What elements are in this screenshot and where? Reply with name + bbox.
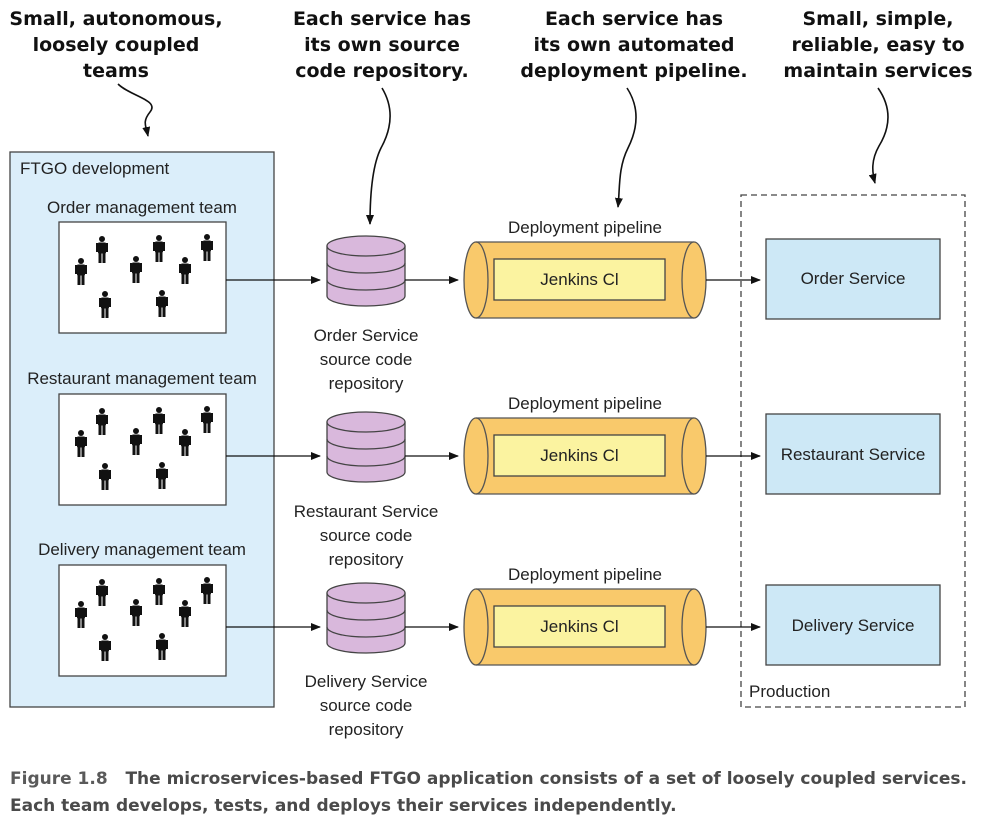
figure-number: Figure 1.8 [10, 769, 108, 789]
jenkins-box-delivery [493, 605, 666, 648]
service-label-restaurant: Restaurant Service [780, 445, 926, 464]
service-box-delivery [765, 584, 941, 666]
jenkins-label-order: Jenkins Cl [540, 270, 619, 289]
production-area [740, 194, 966, 708]
team-label-order: Order management team [47, 198, 237, 217]
callout-pipelines: Each service has its own automated deplo… [520, 8, 748, 82]
pipeline-label-restaurant: Deployment pipeline [507, 394, 663, 413]
service-box-order [765, 238, 941, 320]
pipeline-label-order: Deployment pipeline [507, 218, 663, 237]
callout-services: Small, simple, reliable, easy to maintai… [783, 8, 973, 82]
team-box-delivery [58, 564, 227, 677]
callout-arrow-repos [366, 87, 391, 225]
repo-order-icon [326, 235, 406, 307]
repo-label-order: Order Service source code repository [313, 326, 419, 393]
team-box-order [58, 221, 227, 334]
service-label-order: Order Service [800, 269, 906, 288]
team-box-restaurant [58, 393, 227, 506]
jenkins-box-order [493, 258, 666, 301]
jenkins-label-restaurant: Jenkins Cl [540, 446, 619, 465]
repo-restaurant-icon [326, 411, 406, 483]
pipeline-label-delivery: Deployment pipeline [507, 565, 663, 584]
team-label-delivery: Delivery management team [38, 540, 246, 559]
jenkins-box-restaurant [493, 434, 666, 477]
repo-delivery-icon [326, 582, 406, 654]
repo-label-delivery: Delivery Service source code repository [304, 672, 428, 739]
callout-teams: Small, autonomous, loosely coupled teams [9, 8, 223, 82]
service-label-delivery: Delivery Service [791, 616, 915, 635]
ftgo-development-title: FTGO development [20, 159, 170, 178]
callout-repos: Each service has its own source code rep… [292, 8, 472, 82]
figure-caption-text: The microservices-based FTGO application… [10, 769, 967, 816]
figure-caption: Figure 1.8 The microservices-based FTGO … [10, 766, 982, 820]
production-label: Production [749, 682, 831, 701]
callout-arrow-pipelines [614, 87, 637, 208]
service-box-restaurant [765, 413, 941, 495]
jenkins-label-delivery: Jenkins Cl [540, 617, 619, 636]
callout-arrow-services [868, 87, 889, 184]
callout-arrow-teams [117, 83, 153, 137]
repo-label-restaurant: Restaurant Service source code repositor… [293, 502, 439, 569]
team-label-restaurant: Restaurant management team [27, 369, 257, 388]
